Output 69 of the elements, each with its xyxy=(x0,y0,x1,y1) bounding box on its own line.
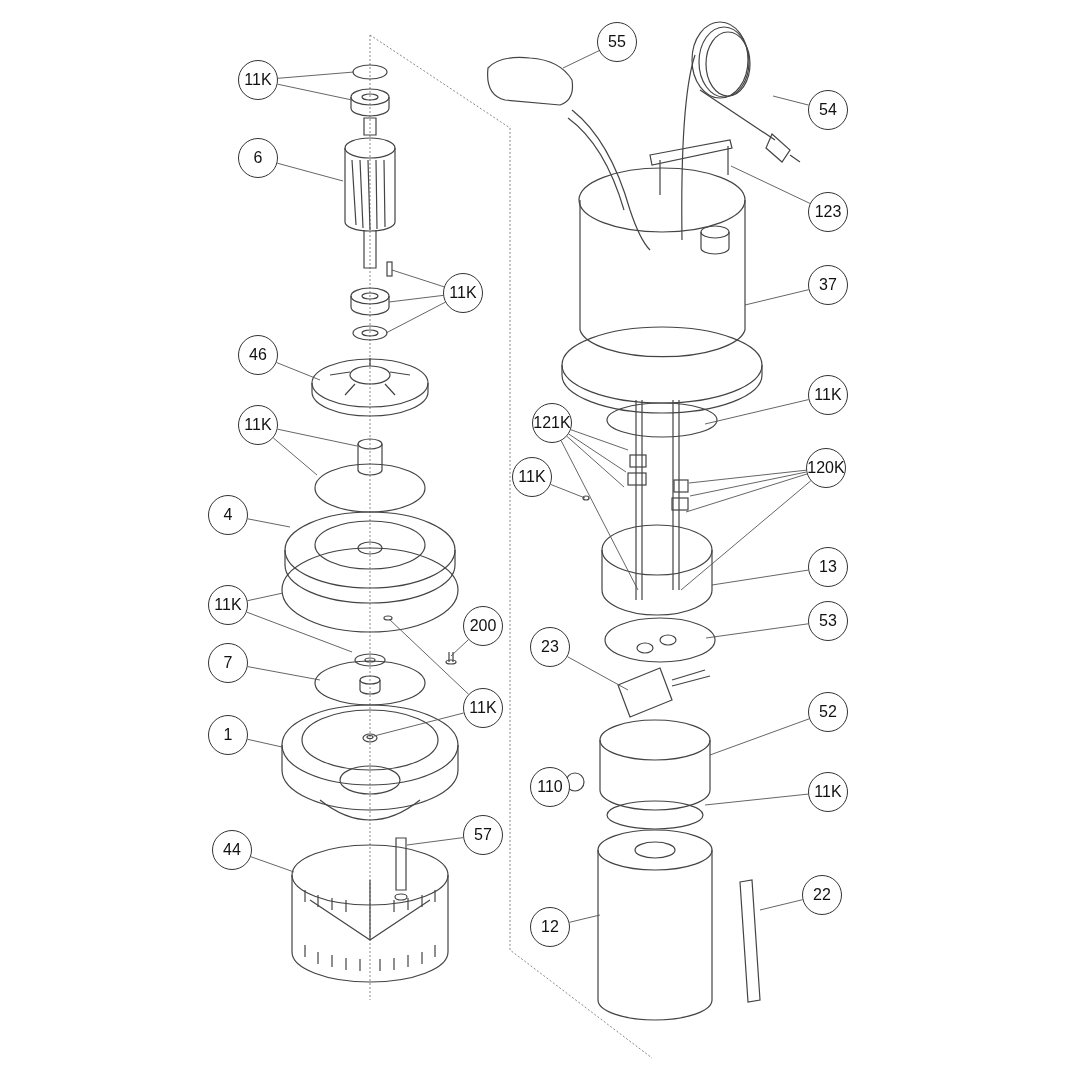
callout-number: 7 xyxy=(208,643,248,683)
callout-number: 11K xyxy=(808,375,848,415)
leader-line xyxy=(730,165,811,204)
leader-line xyxy=(568,433,627,473)
leader-line xyxy=(711,569,809,586)
leader-line xyxy=(568,914,601,923)
callout-number: 44 xyxy=(212,830,252,870)
callout-number: 54 xyxy=(808,90,848,130)
callout-number: 46 xyxy=(238,335,278,375)
leader-line xyxy=(550,483,586,499)
leader-line xyxy=(450,639,469,657)
leader-line xyxy=(250,856,295,873)
callout-number: 120K xyxy=(806,448,846,488)
leader-line xyxy=(406,837,464,846)
leader-line xyxy=(276,162,344,182)
leader-line xyxy=(689,471,807,497)
leader-line xyxy=(772,95,810,106)
leader-line xyxy=(704,793,809,806)
callout-number: 53 xyxy=(808,601,848,641)
leader-line xyxy=(272,437,318,476)
callout-number: 11K xyxy=(238,405,278,445)
leader-line xyxy=(388,294,444,303)
callout-number: 6 xyxy=(238,138,278,178)
leader-line xyxy=(704,399,809,425)
callout-number: 23 xyxy=(530,627,570,667)
leader-line xyxy=(759,899,804,911)
leader-line xyxy=(705,623,809,639)
callout-number: 12 xyxy=(530,907,570,947)
leader-line xyxy=(562,50,600,69)
leader-line xyxy=(685,473,808,513)
callout-number: 11K xyxy=(238,60,278,100)
leader-line xyxy=(388,618,469,695)
callout-number: 110 xyxy=(530,767,570,807)
leader-line xyxy=(680,480,812,591)
leader-line xyxy=(566,435,625,488)
leader-line xyxy=(247,666,321,681)
leader-line xyxy=(246,611,353,653)
leader-line xyxy=(247,518,291,528)
leader-line xyxy=(744,289,810,306)
callout-number: 4 xyxy=(208,495,248,535)
callout-number: 11K xyxy=(208,585,248,625)
leader-line xyxy=(570,429,629,451)
callout-number: 11K xyxy=(808,772,848,812)
leader-line xyxy=(247,592,284,602)
leader-line xyxy=(277,428,358,447)
leader-line xyxy=(385,301,446,334)
leader-line xyxy=(709,718,810,756)
callout-number: 1 xyxy=(208,715,248,755)
leader-line xyxy=(560,440,639,591)
callout-number: 200 xyxy=(463,606,503,646)
callout-number: 11K xyxy=(443,273,483,313)
leader-line xyxy=(277,71,355,79)
leader-line xyxy=(567,656,629,691)
leader-line xyxy=(688,469,807,484)
callout-number: 11K xyxy=(463,688,503,728)
callout-number: 52 xyxy=(808,692,848,732)
callout-number: 13 xyxy=(808,547,848,587)
leader-line xyxy=(247,738,283,748)
callout-number: 55 xyxy=(597,22,637,62)
callout-number: 11K xyxy=(512,457,552,497)
callout-number: 57 xyxy=(463,815,503,855)
callout-number: 22 xyxy=(802,875,842,915)
callout-number: 123 xyxy=(808,192,848,232)
leader-line xyxy=(373,712,465,737)
leader-line xyxy=(276,362,321,381)
callout-number: 37 xyxy=(808,265,848,305)
leader-line xyxy=(277,83,353,101)
leader-line xyxy=(391,269,445,288)
callout-number: 121K xyxy=(532,403,572,443)
